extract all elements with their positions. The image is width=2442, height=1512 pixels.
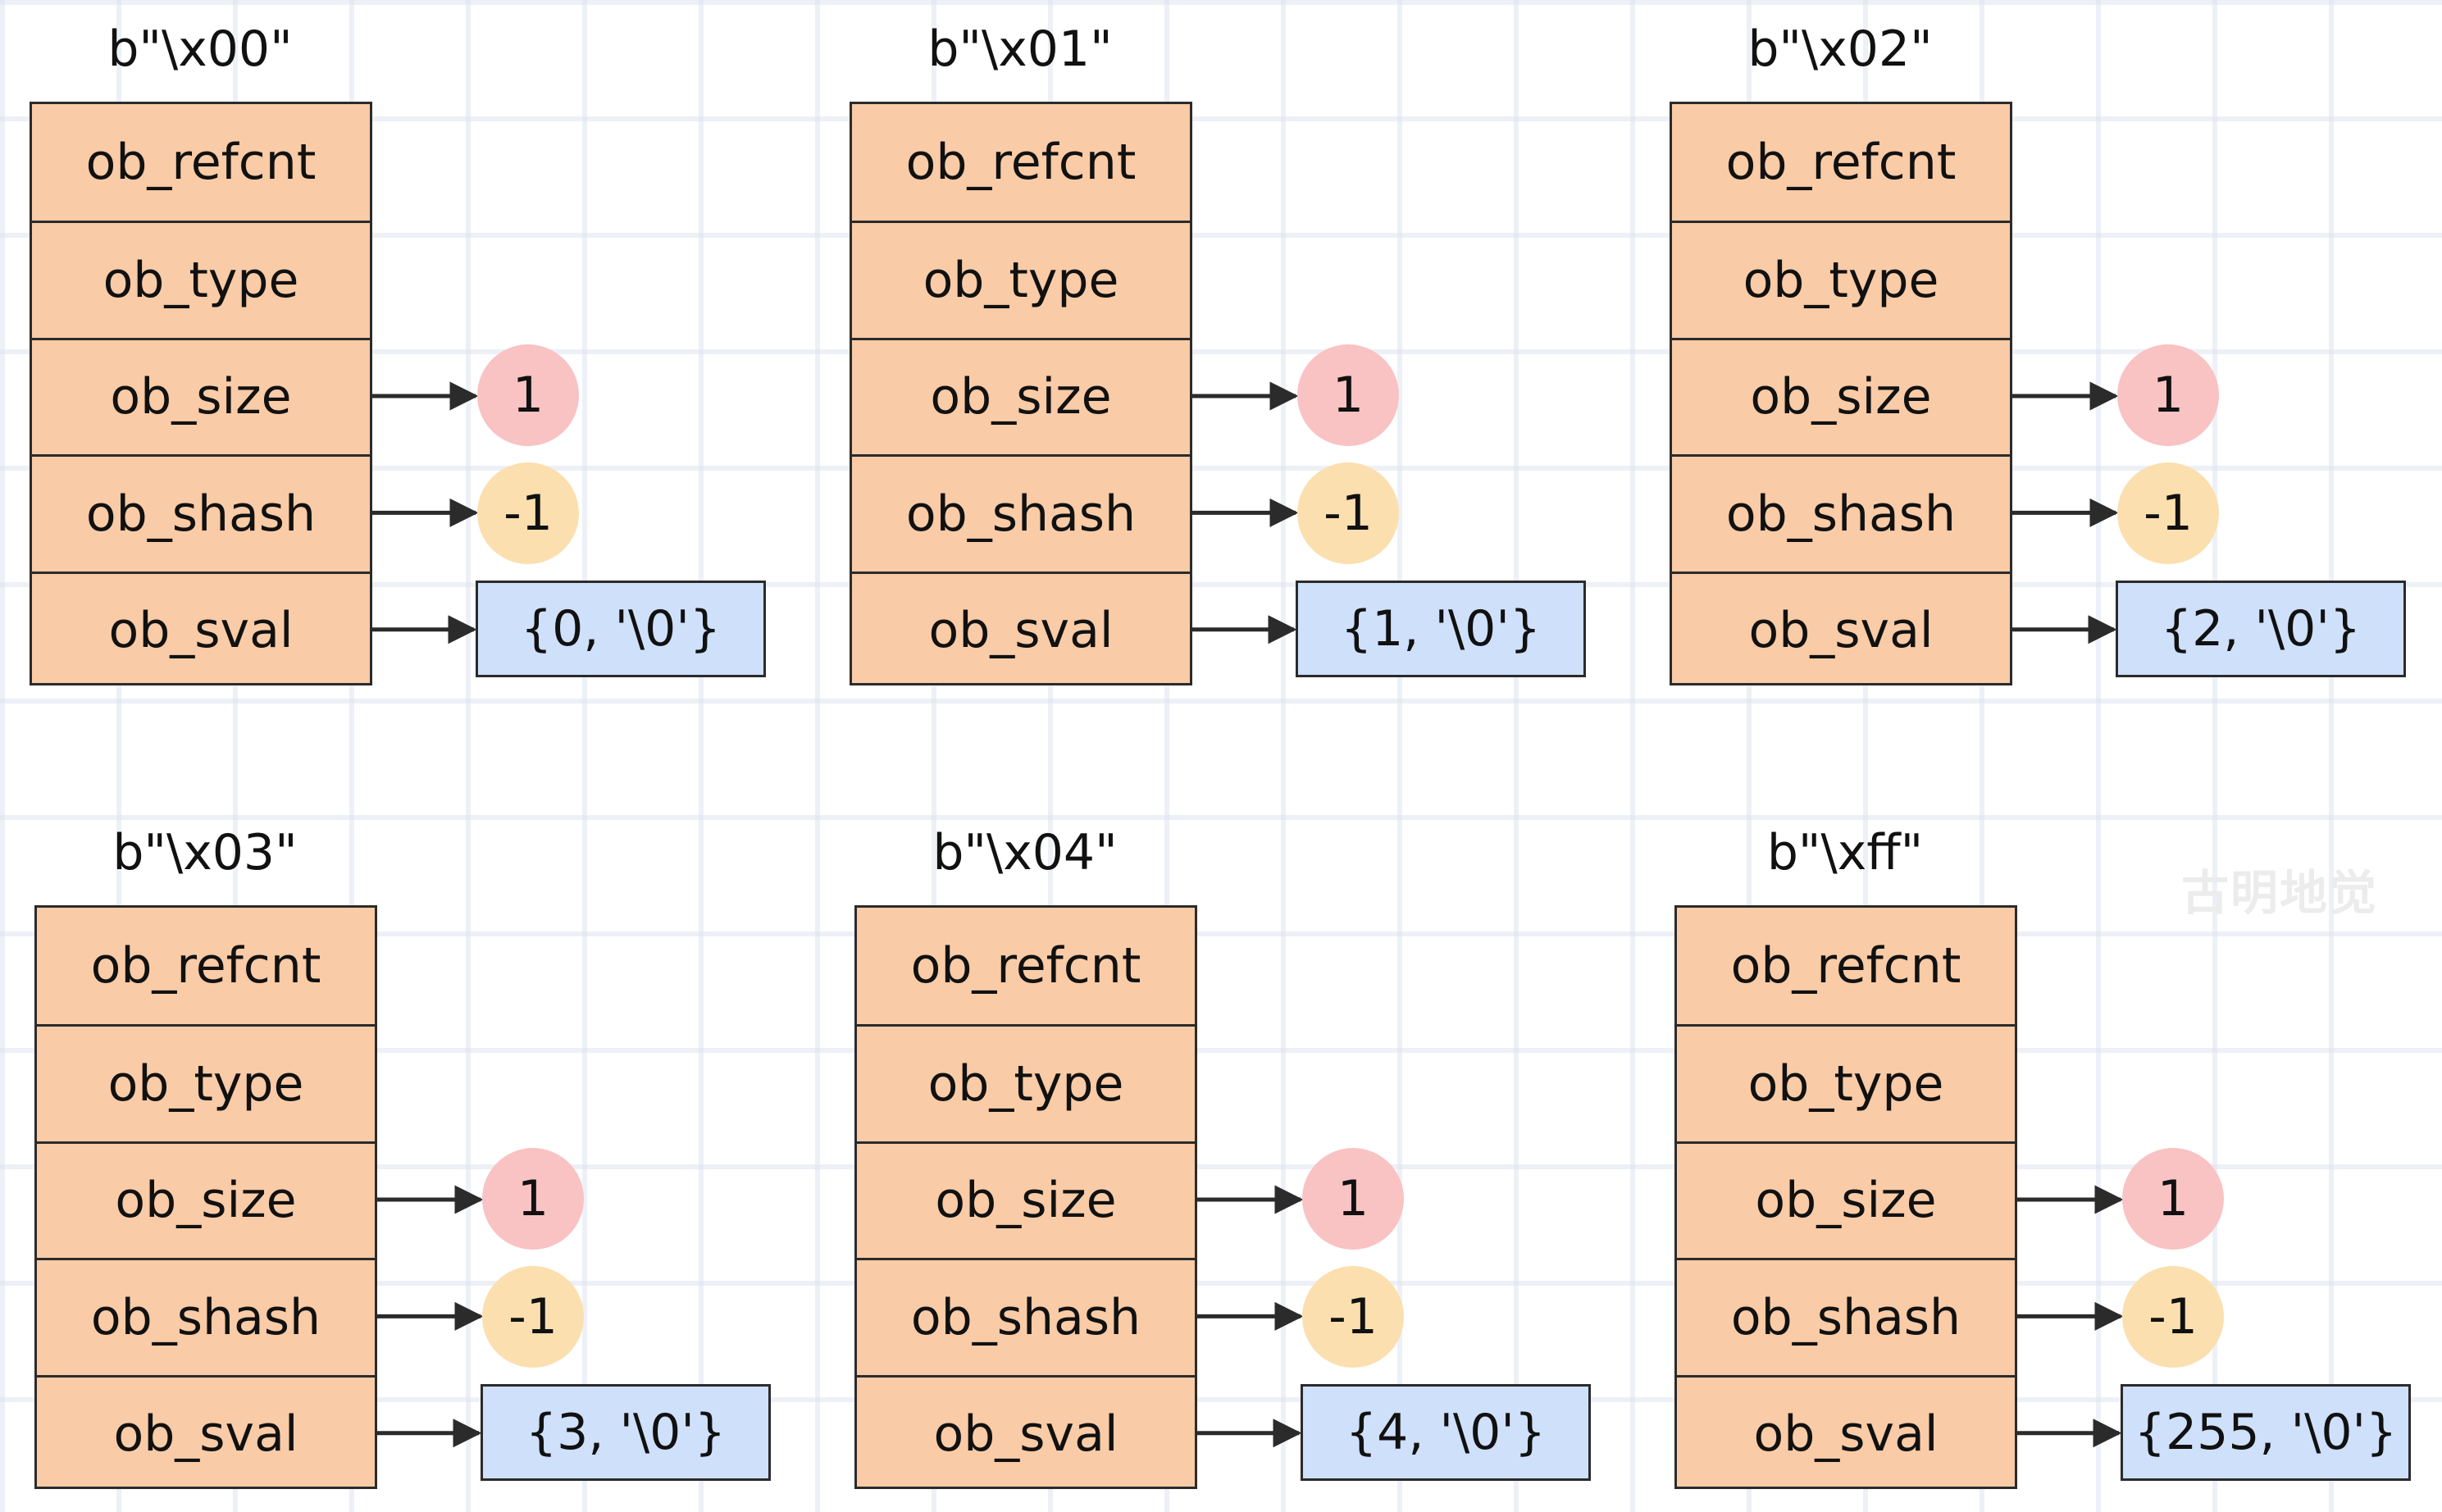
shash-value-circle: -1: [482, 1266, 584, 1368]
sval-value-box: {1, '\0'}: [1296, 581, 1586, 677]
object-title: b"\x03": [112, 824, 298, 881]
field-ob-refcnt: ob_refcnt: [1725, 134, 1957, 192]
shash-value-circle: -1: [1302, 1266, 1404, 1368]
field-ob-refcnt: ob_refcnt: [905, 134, 1137, 192]
field-ob-refcnt: ob_refcnt: [90, 937, 321, 995]
shash-value-circle: -1: [477, 462, 579, 564]
sval-value-box: {3, '\0'}: [481, 1384, 771, 1481]
field-ob-refcnt: ob_refcnt: [85, 134, 317, 192]
size-value-circle: 1: [2122, 1148, 2224, 1250]
object-title: b"\x04": [932, 824, 1118, 881]
field-ob-sval: ob_sval: [857, 1374, 1195, 1492]
field-ob-type: ob_type: [1677, 1024, 2015, 1141]
struct-box: ob_refcnt ob_type ob_size ob_shash ob_sv…: [854, 905, 1197, 1489]
field-ob-type: ob_type: [37, 1024, 375, 1141]
size-value-circle: 1: [1302, 1148, 1404, 1250]
struct-box: ob_refcnt ob_type ob_size ob_shash ob_sv…: [1670, 102, 2012, 685]
struct-box: ob_refcnt ob_type ob_size ob_shash ob_sv…: [1674, 905, 2017, 1489]
field-ob-type: ob_type: [852, 221, 1190, 337]
field-ob-shash: ob_shash: [1672, 454, 2010, 571]
field-ob-sval: ob_sval: [32, 571, 370, 688]
field-ob-shash: ob_shash: [852, 454, 1190, 571]
watermark: 古明地觉: [2181, 865, 2379, 921]
field-ob-shash: ob_shash: [1677, 1258, 2015, 1374]
field-ob-sval: ob_sval: [1677, 1374, 2015, 1492]
size-value-circle: 1: [2117, 344, 2219, 446]
shash-value-circle: -1: [2117, 462, 2219, 564]
size-value-circle: 1: [477, 344, 579, 446]
field-ob-refcnt: ob_refcnt: [910, 937, 1141, 995]
field-ob-size: ob_size: [1672, 337, 2010, 454]
struct-box: ob_refcnt ob_type ob_size ob_shash ob_sv…: [30, 102, 372, 685]
field-ob-sval: ob_sval: [1672, 571, 2010, 688]
field-ob-shash: ob_shash: [32, 454, 370, 571]
field-ob-type: ob_type: [32, 221, 370, 337]
field-ob-shash: ob_shash: [857, 1258, 1195, 1374]
field-ob-size: ob_size: [37, 1141, 375, 1258]
sval-value-box: {2, '\0'}: [2116, 581, 2406, 677]
sval-value-box: {4, '\0'}: [1301, 1384, 1591, 1481]
field-ob-sval: ob_sval: [852, 571, 1190, 688]
object-title: b"\xff": [1766, 824, 1924, 881]
field-ob-refcnt: ob_refcnt: [1730, 937, 1961, 995]
field-ob-size: ob_size: [857, 1141, 1195, 1258]
sval-value-box: {0, '\0'}: [476, 581, 766, 677]
field-ob-type: ob_type: [1672, 221, 2010, 337]
field-ob-size: ob_size: [32, 337, 370, 454]
struct-box: ob_refcnt ob_type ob_size ob_shash ob_sv…: [34, 905, 377, 1489]
field-ob-size: ob_size: [852, 337, 1190, 454]
shash-value-circle: -1: [2122, 1266, 2224, 1368]
size-value-circle: 1: [482, 1148, 584, 1250]
object-title: b"\x02": [1747, 20, 1933, 78]
struct-box: ob_refcnt ob_type ob_size ob_shash ob_sv…: [850, 102, 1192, 685]
field-ob-type: ob_type: [857, 1024, 1195, 1141]
object-title: b"\x00": [107, 20, 293, 78]
field-ob-size: ob_size: [1677, 1141, 2015, 1258]
size-value-circle: 1: [1297, 344, 1399, 446]
field-ob-sval: ob_sval: [37, 1374, 375, 1492]
field-ob-shash: ob_shash: [37, 1258, 375, 1374]
object-title: b"\x01": [927, 20, 1113, 78]
shash-value-circle: -1: [1297, 462, 1399, 564]
sval-value-box: {255, '\0'}: [2121, 1384, 2411, 1481]
